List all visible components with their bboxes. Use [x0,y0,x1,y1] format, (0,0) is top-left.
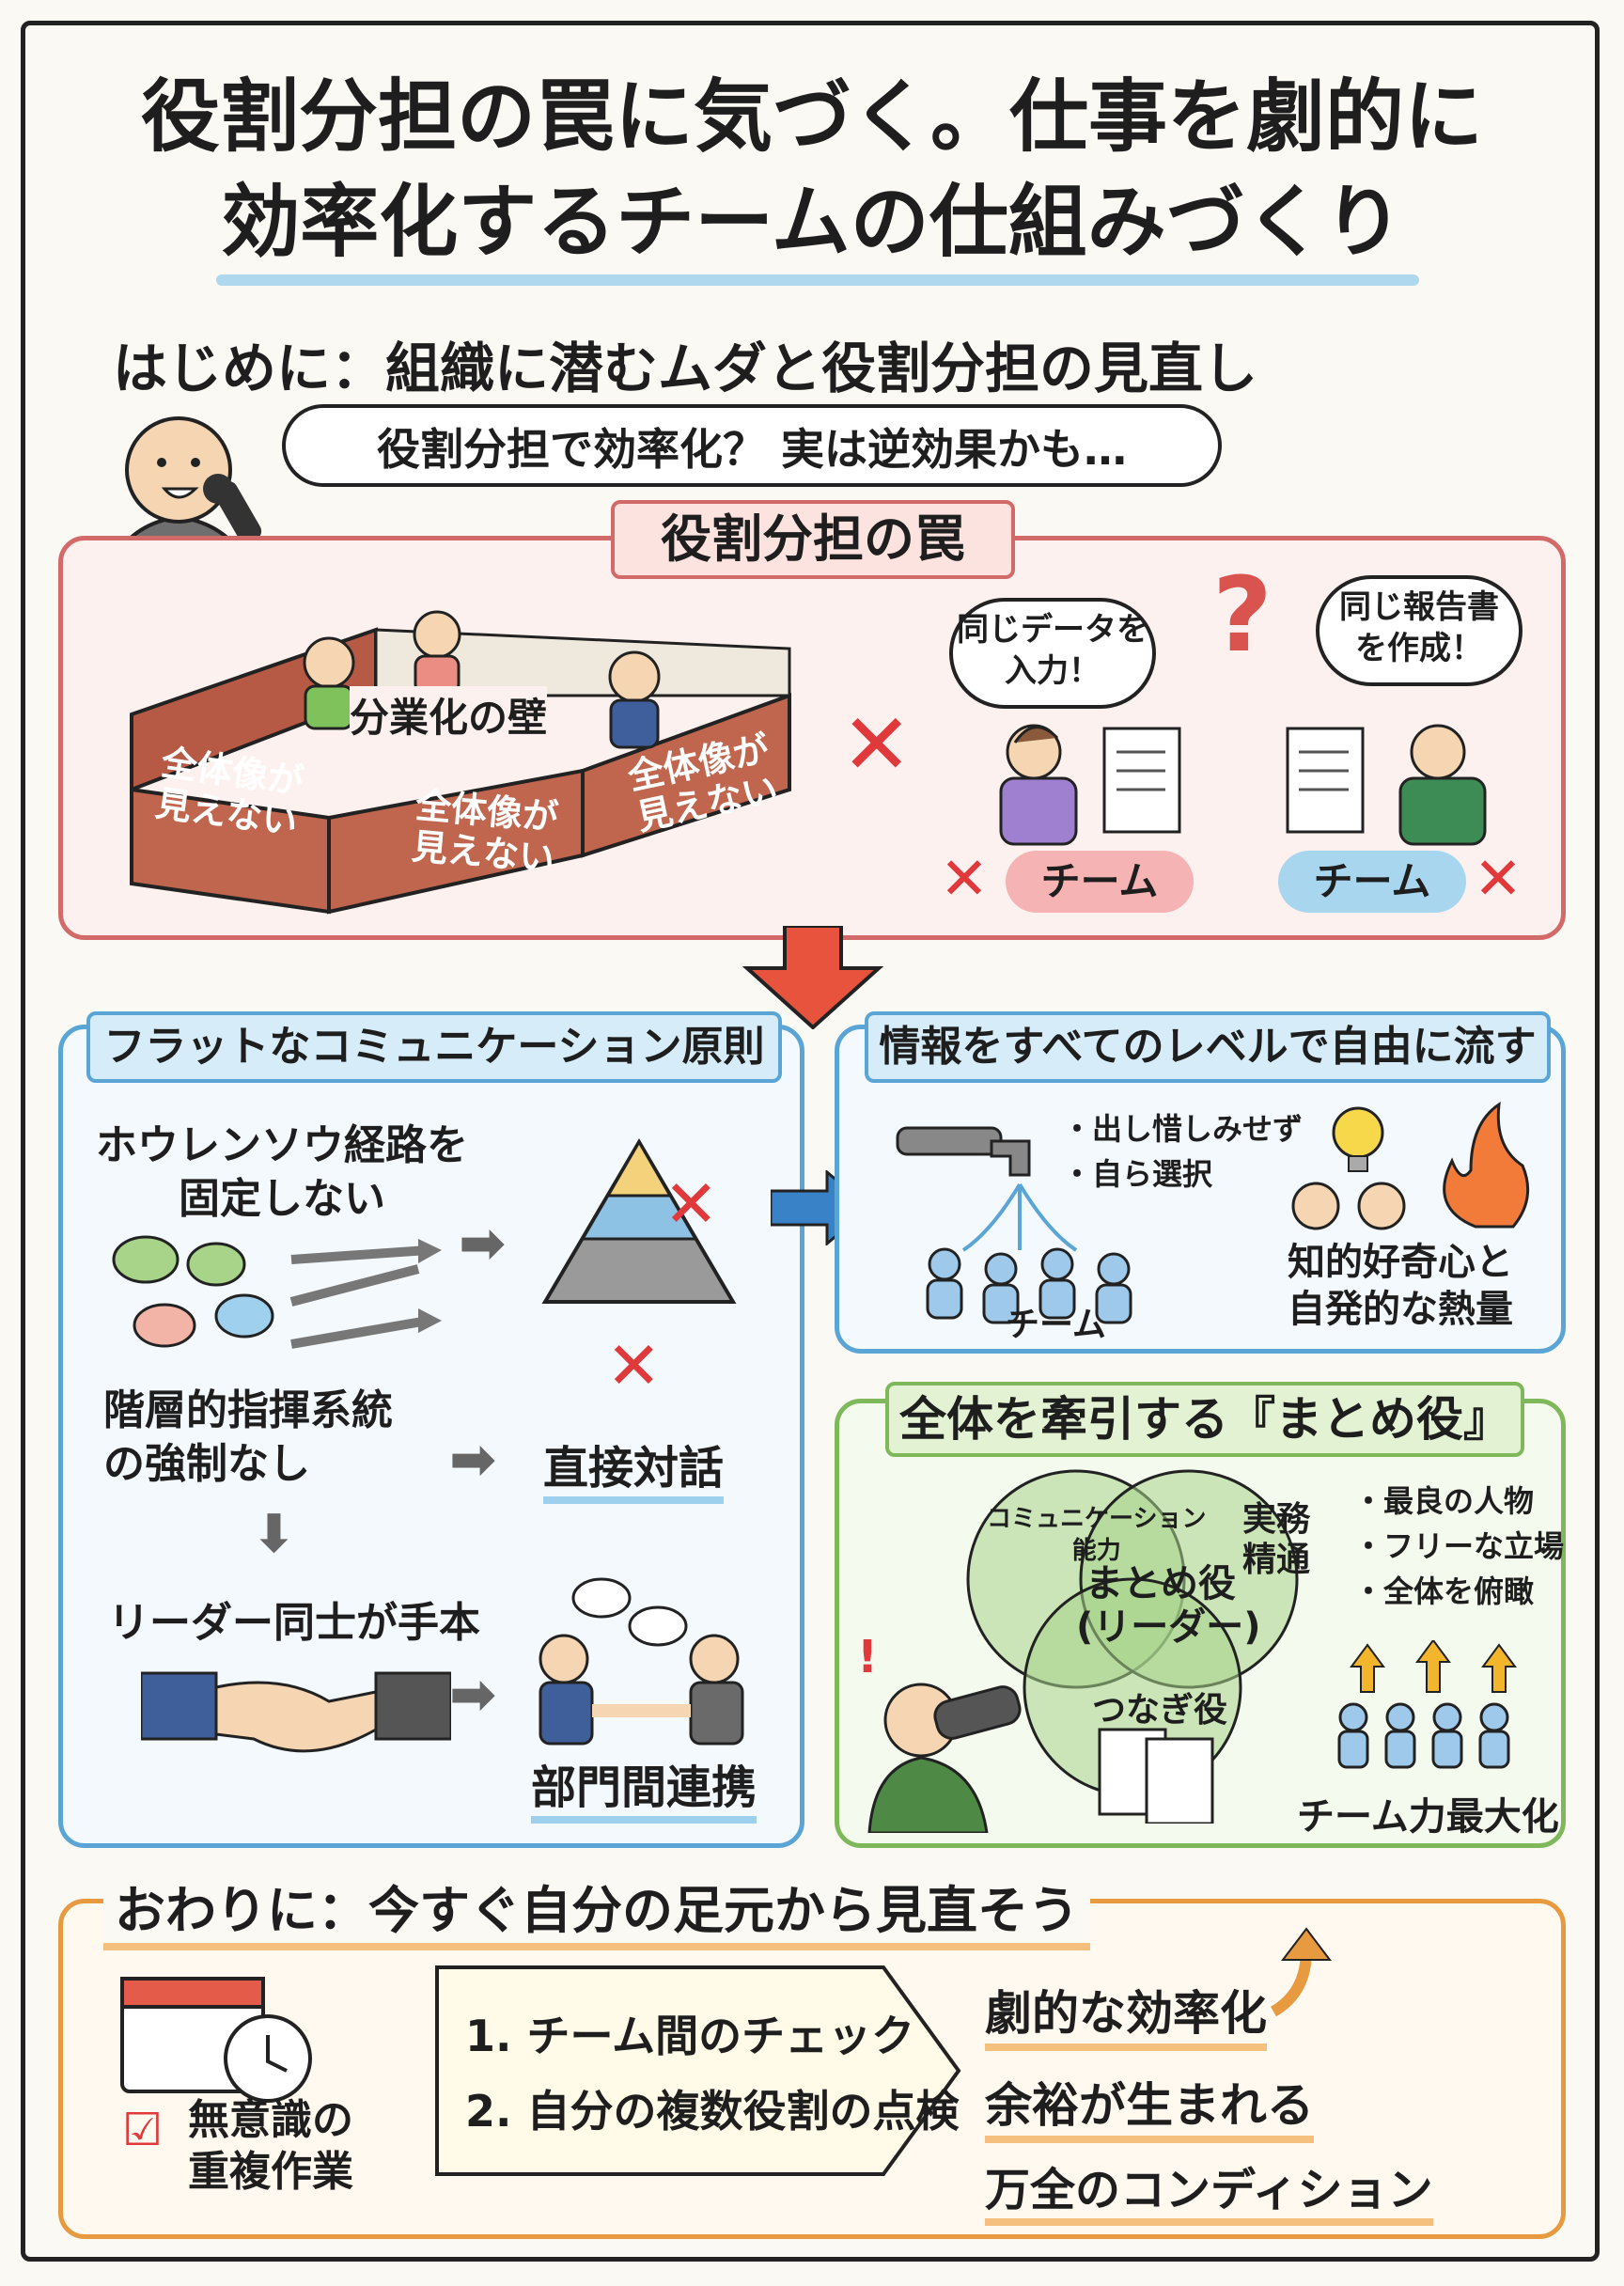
leader-title: 全体を牽引する『まとめ役』 [885,1382,1524,1457]
flat-item1: ホウレンソウ経路を 固定しない [96,1121,468,1224]
handshake-icon [141,1671,451,1753]
venn-diagram [966,1469,1299,1797]
info-team-label: チーム [1006,1306,1106,1344]
person-with-document-right-icon [1286,724,1487,846]
person-with-binoculars-icon [867,1683,1022,1833]
team-left-x-icon: ✕ [940,844,989,913]
venn-circle-connector: つなぎ役 [1092,1691,1228,1730]
title-underline [216,274,1419,286]
steps-arrow-box [435,1965,961,2176]
leader-bullet-1: ・最良の人物 [1353,1483,1535,1519]
page-frame [21,21,1600,2262]
info-curiosity: 知的好奇心と 自発的な熱量 [1288,1241,1513,1331]
exclamation-icon: ! [857,1631,878,1683]
info-bullet-2: ・自ら選択 [1062,1156,1213,1192]
blind-label-2: 全体像が 見えない [410,784,560,880]
calendar-clock-icon [120,1977,312,2103]
team-left-pill: チーム [1006,851,1194,913]
page-title-line1: 役割分担の罠に気づく。仕事を劇的に [140,70,1483,163]
closing-heading: おわりに：今すぐ自分の足元から見直そう [103,1869,1090,1950]
flat-arrow-3: ➡ [449,1662,497,1728]
person-with-document-left-icon [999,724,1181,846]
flat-arrow-down: ⬇ [252,1504,296,1565]
flat-arrow-1: ➡ [459,1211,507,1276]
team-growth-arrows-icon [1337,1640,1517,1769]
venn-circle-practice: 実務 精通 [1242,1500,1311,1580]
intro-speech-bubble: 役割分担で効率化？ 実は逆効果かも… [282,404,1222,487]
venn-center-leader: まとめ役 (リーダー) [1076,1562,1261,1649]
team-right-pill: チーム [1278,851,1466,913]
intro-heading: はじめに：組織に潜むムダと役割分担の見直し [113,337,1258,400]
question-mark-icon: ? [1212,555,1273,675]
lightbulb-and-fire-icon [1291,1101,1530,1230]
leader-result: チーム力最大化 [1297,1795,1559,1839]
pyramid-x-icon: ✕ [664,1166,719,1243]
closing-result-3: 万全のコンディション [985,2153,1433,2226]
flat-item2-result: 直接対話 [543,1431,725,1504]
hierarchy-x-icon: ✕ [606,1327,662,1404]
closing-check-label: 無意識の 重複作業 [188,2096,353,2196]
venn-circle-communication: コミュニケーション 能力 [987,1505,1207,1565]
page-title-line2: 効率化するチームの仕組みづくり [221,176,1403,268]
info-bullet-1: ・出し惜しみせず [1062,1111,1304,1147]
checkbox-icon: ☑ [122,2104,164,2156]
flat-item3-result: 部門間連携 [531,1750,757,1824]
closing-result-2: 余裕が生まれる [985,2068,1314,2143]
leader-bullet-2: ・フリーな立場 [1353,1528,1565,1564]
flat-arrow-2: ➡ [449,1427,497,1493]
closing-step-2: 2. 自分の複数役割の点検 [465,2086,960,2137]
trap-x-icon: ✕ [841,696,913,794]
down-arrow-icon [742,926,883,1029]
flat-item3: リーダー同士が手本 [108,1599,480,1647]
division-wall-illustration [130,610,791,915]
leaders-shaking-hands-icon [539,1577,744,1746]
wall-label: 分業化の壁 [350,686,548,744]
up-arrow-icon [1270,1927,1333,2017]
team-right-x-icon: ✕ [1474,844,1522,913]
chat-bubbles-cross-arrows-icon [112,1235,442,1349]
closing-step-1: 1. チーム間のチェック [465,2011,915,2061]
trap-title: 役割分担の罠 [611,500,1015,579]
closing-result-1: 劇的な効率化 [985,1976,1267,2051]
leader-bullet-3: ・全体を俯瞰 [1353,1574,1535,1609]
right-speech-bubble: 同じ報告書 を作成！ [1316,575,1522,686]
documents-icon [1098,1728,1214,1824]
faucet-with-team-icon [896,1126,1132,1324]
flat-title: フラットなコミュニケーション原則 [86,1011,782,1083]
flat-item2: 階層的指揮系統 の強制なし [103,1386,393,1489]
left-speech-bubble: 同じデータを 入力！ [949,598,1156,709]
info-title: 情報をすべてのレベルで自由に流す [865,1011,1551,1083]
pyramid-hierarchy-icon [541,1138,737,1304]
